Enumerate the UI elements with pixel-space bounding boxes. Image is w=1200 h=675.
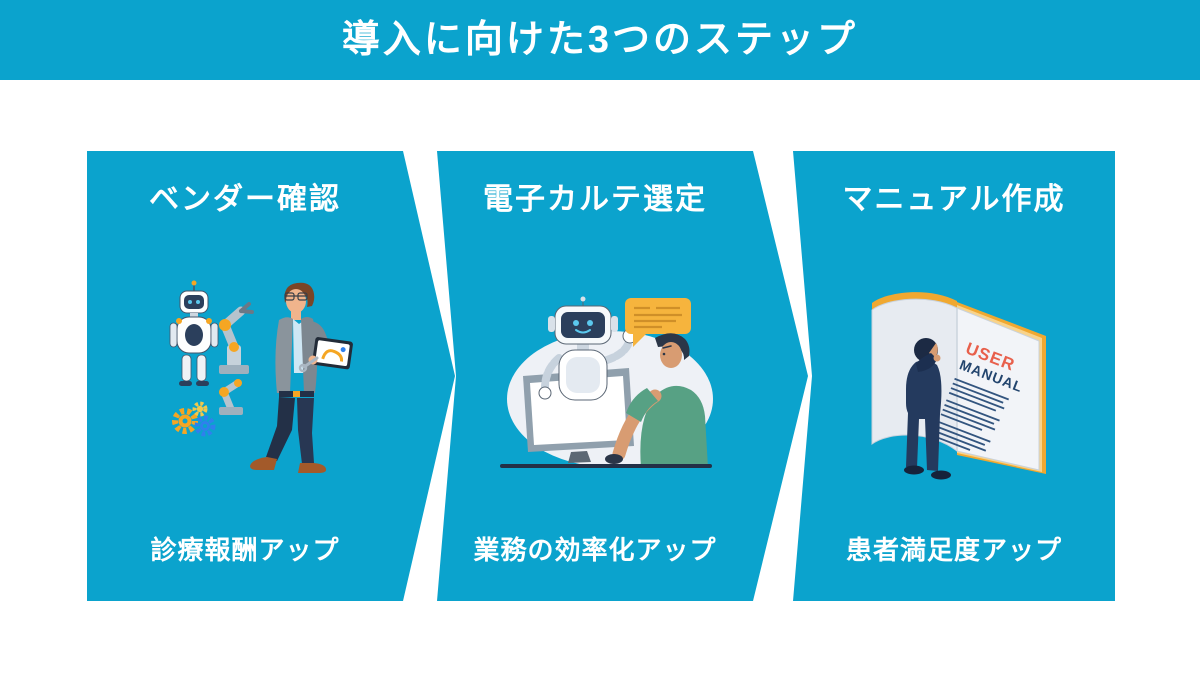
- desk-line: [500, 464, 712, 468]
- standing-man-figure: [904, 338, 951, 480]
- step-benefit: 業務の効率化アップ: [473, 535, 717, 566]
- step-title: 電子カルテ選定: [483, 183, 707, 216]
- open-book-icon: [871, 292, 1046, 474]
- step-title: マニュアル作成: [842, 183, 1066, 216]
- robot-monitor-illustration: [495, 296, 720, 481]
- robot-figure: [170, 281, 218, 387]
- emr-selection-illustration: [495, 296, 720, 481]
- man-with-robot-illustration: [167, 279, 357, 484]
- step-benefit: 診療報酬アップ: [150, 535, 340, 566]
- step-title: ベンダー確認: [149, 183, 341, 216]
- robot-assistant-figure: [539, 297, 637, 401]
- step-panel-emr-selection: 電子カルテ選定: [437, 151, 808, 601]
- header-band: 導入に向けた3つのステップ: [0, 0, 1200, 80]
- step-panel-vendor-check: ベンダー確認: [87, 151, 455, 601]
- businessman-figure: [250, 283, 353, 473]
- seated-man-figure: [605, 333, 708, 468]
- robotic-arm-large: [219, 304, 252, 374]
- gears-icon: [175, 404, 213, 435]
- user-manual-book-illustration: USER MANUAL: [871, 292, 1046, 480]
- step-benefit: 患者満足度アップ: [845, 535, 1062, 566]
- manual-creation-illustration: USER MANUAL: [860, 258, 1060, 493]
- manual-page-text: USER MANUAL: [932, 339, 1025, 452]
- vendor-check-illustration: [167, 279, 357, 484]
- page-title: 導入に向けた3つのステップ: [341, 19, 859, 61]
- step-panel-manual-creation: マニュアル作成 USER MANUAL: [793, 151, 1115, 601]
- robotic-arm-small: [219, 379, 243, 415]
- speech-bubble-icon: [625, 298, 691, 347]
- manual-text-lines: [932, 377, 1010, 452]
- laptop-icon: [312, 337, 354, 370]
